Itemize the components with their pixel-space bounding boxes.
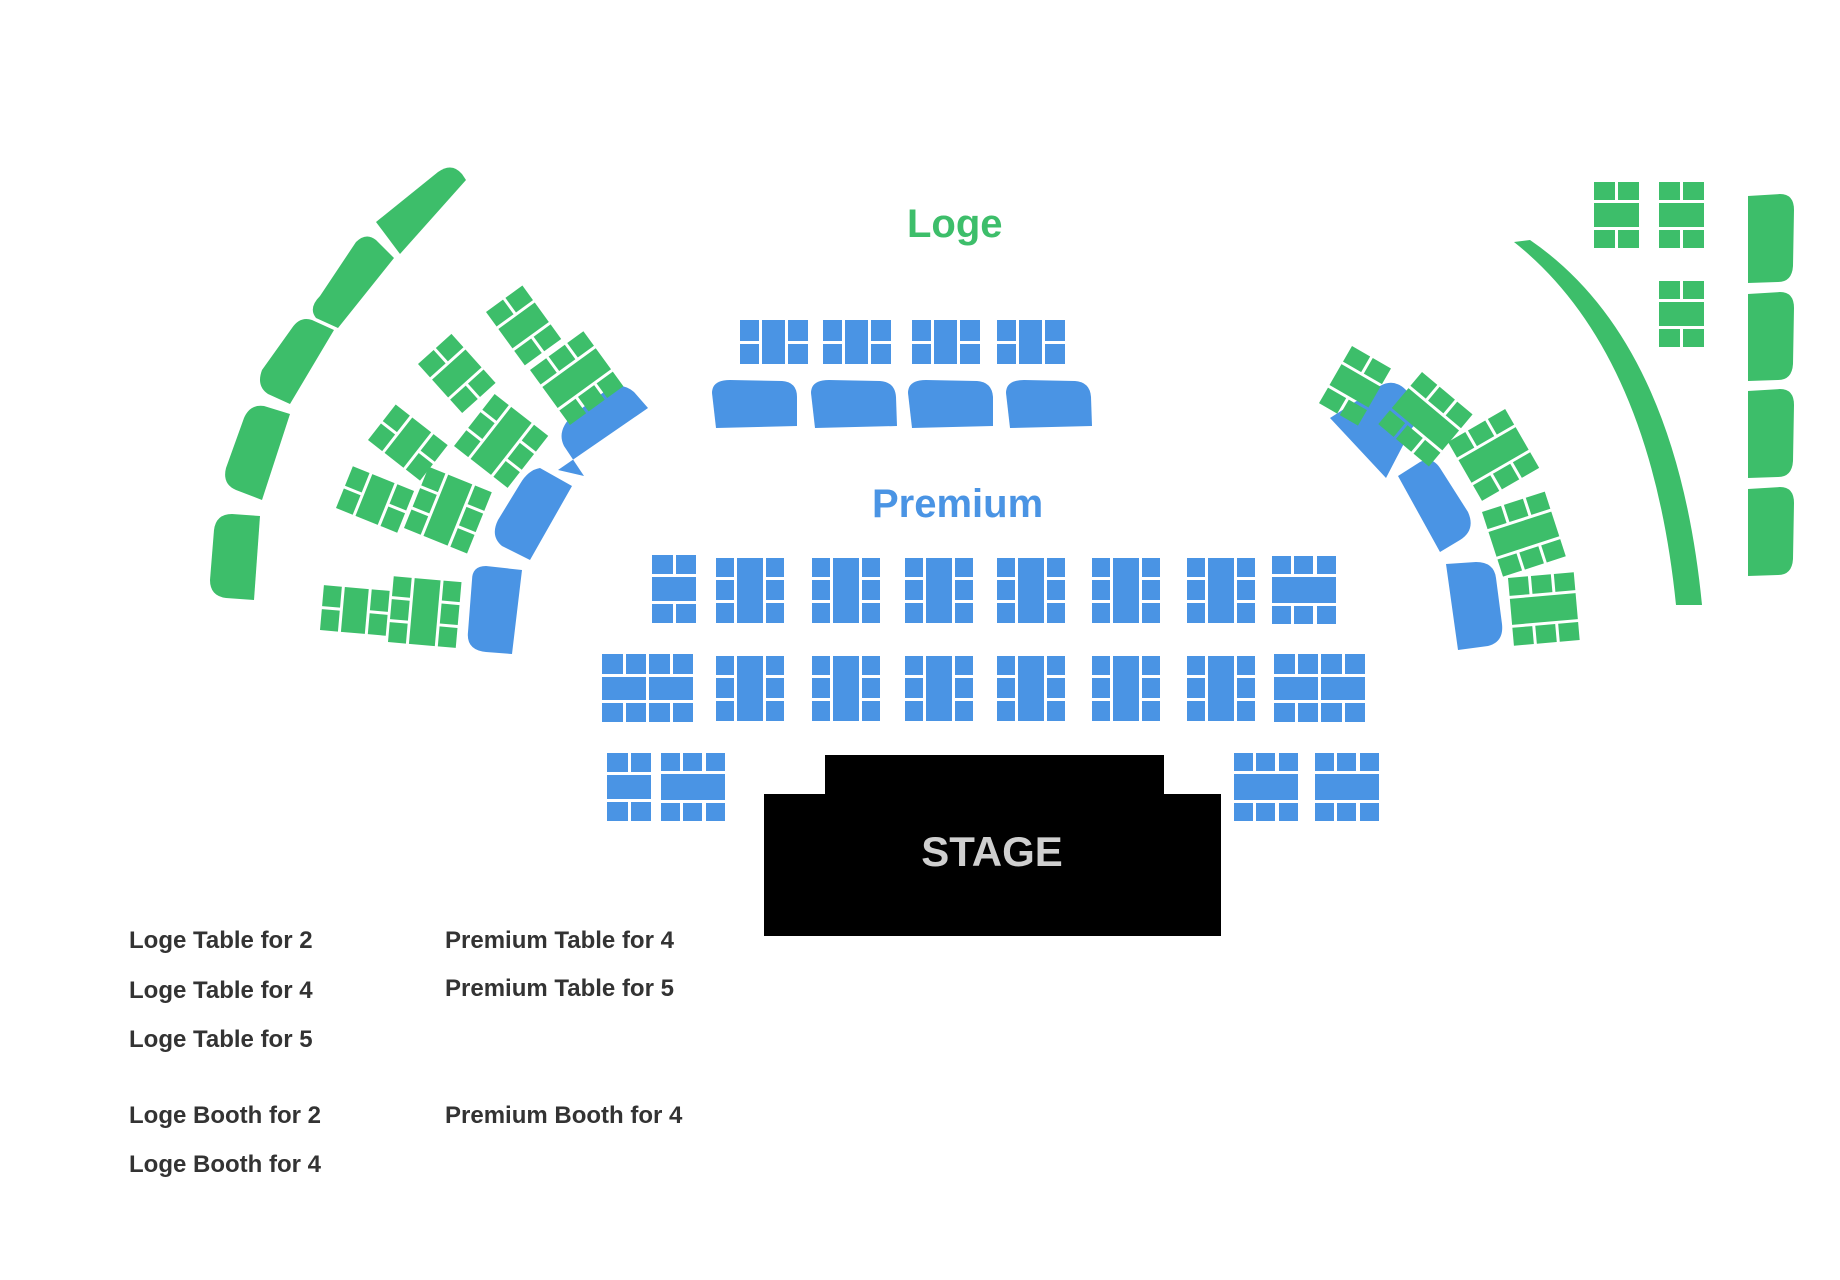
premium-table[interactable] — [997, 558, 1065, 623]
premium-booth[interactable] — [1446, 562, 1503, 650]
premium-booth[interactable] — [494, 468, 572, 560]
premium-table[interactable] — [716, 656, 784, 721]
premium-booth[interactable] — [558, 386, 648, 476]
legend-premium-table-5[interactable]: Premium Table for 5 — [445, 975, 674, 1002]
stage — [764, 755, 1221, 936]
premium-table[interactable] — [1187, 656, 1255, 721]
premium-table[interactable] — [652, 555, 696, 623]
loge-booth[interactable] — [1748, 194, 1794, 283]
premium-table[interactable] — [607, 753, 651, 821]
premium-table[interactable] — [1315, 753, 1379, 821]
premium-table[interactable] — [997, 656, 1065, 721]
premium-table[interactable] — [661, 753, 725, 821]
loge-booth[interactable] — [1748, 487, 1794, 576]
premium-booth[interactable] — [712, 380, 797, 428]
premium-booth[interactable] — [1006, 380, 1092, 428]
loge-section — [210, 167, 1794, 648]
loge-booth[interactable] — [1748, 292, 1794, 381]
legend-loge-table-5[interactable]: Loge Table for 5 — [129, 1026, 313, 1053]
loge-booth[interactable] — [225, 405, 290, 500]
loge-table[interactable] — [1482, 491, 1566, 577]
loge-table[interactable] — [486, 285, 562, 366]
premium-table[interactable] — [812, 656, 880, 721]
premium-table[interactable] — [1274, 654, 1365, 722]
loge-booth[interactable] — [376, 167, 466, 254]
loge-booth[interactable] — [210, 514, 260, 600]
loge-table[interactable] — [336, 466, 415, 533]
premium-booth[interactable] — [1398, 460, 1471, 552]
premium-table[interactable] — [1092, 558, 1160, 623]
loge-booth[interactable] — [260, 319, 334, 404]
premium-table[interactable] — [602, 654, 693, 722]
premium-table[interactable] — [716, 558, 784, 623]
loge-table[interactable] — [320, 585, 390, 636]
loge-table[interactable] — [1659, 182, 1704, 248]
premium-table[interactable] — [997, 320, 1065, 364]
premium-booth[interactable] — [811, 380, 897, 428]
legend-premium-table-4[interactable]: Premium Table for 4 — [445, 927, 674, 954]
legend-loge-booth-4[interactable]: Loge Booth for 4 — [129, 1151, 321, 1178]
premium-table[interactable] — [1187, 558, 1255, 623]
premium-section — [467, 320, 1503, 821]
premium-table[interactable] — [812, 558, 880, 623]
loge-table[interactable] — [1659, 281, 1704, 347]
premium-booth[interactable] — [908, 380, 993, 428]
premium-table[interactable] — [905, 558, 973, 623]
premium-section-label: Premium — [872, 482, 1044, 526]
legend-loge-table-2[interactable]: Loge Table for 2 — [129, 927, 313, 954]
premium-table[interactable] — [905, 656, 973, 721]
loge-table[interactable] — [368, 404, 448, 481]
premium-table[interactable] — [1234, 753, 1298, 821]
premium-table[interactable] — [1272, 556, 1336, 624]
loge-table[interactable] — [418, 333, 496, 414]
loge-table[interactable] — [1508, 572, 1580, 646]
premium-booth[interactable] — [467, 566, 522, 654]
premium-table[interactable] — [740, 320, 808, 364]
loge-rail-booth[interactable] — [1514, 240, 1702, 605]
loge-booth[interactable] — [1748, 389, 1794, 478]
loge-table[interactable] — [1594, 182, 1639, 248]
stage-label: STAGE — [921, 828, 1063, 875]
legend-premium-booth-4[interactable]: Premium Booth for 4 — [445, 1102, 683, 1129]
premium-table[interactable] — [912, 320, 980, 364]
loge-section-label: Loge — [907, 202, 1003, 246]
loge-booth[interactable] — [312, 236, 394, 328]
legend-loge-table-4[interactable]: Loge Table for 4 — [129, 977, 313, 1004]
premium-table[interactable] — [823, 320, 891, 364]
loge-table[interactable] — [404, 466, 492, 554]
premium-table[interactable] — [1092, 656, 1160, 721]
legend-loge-booth-2[interactable]: Loge Booth for 2 — [129, 1102, 321, 1129]
loge-table[interactable] — [388, 576, 462, 648]
